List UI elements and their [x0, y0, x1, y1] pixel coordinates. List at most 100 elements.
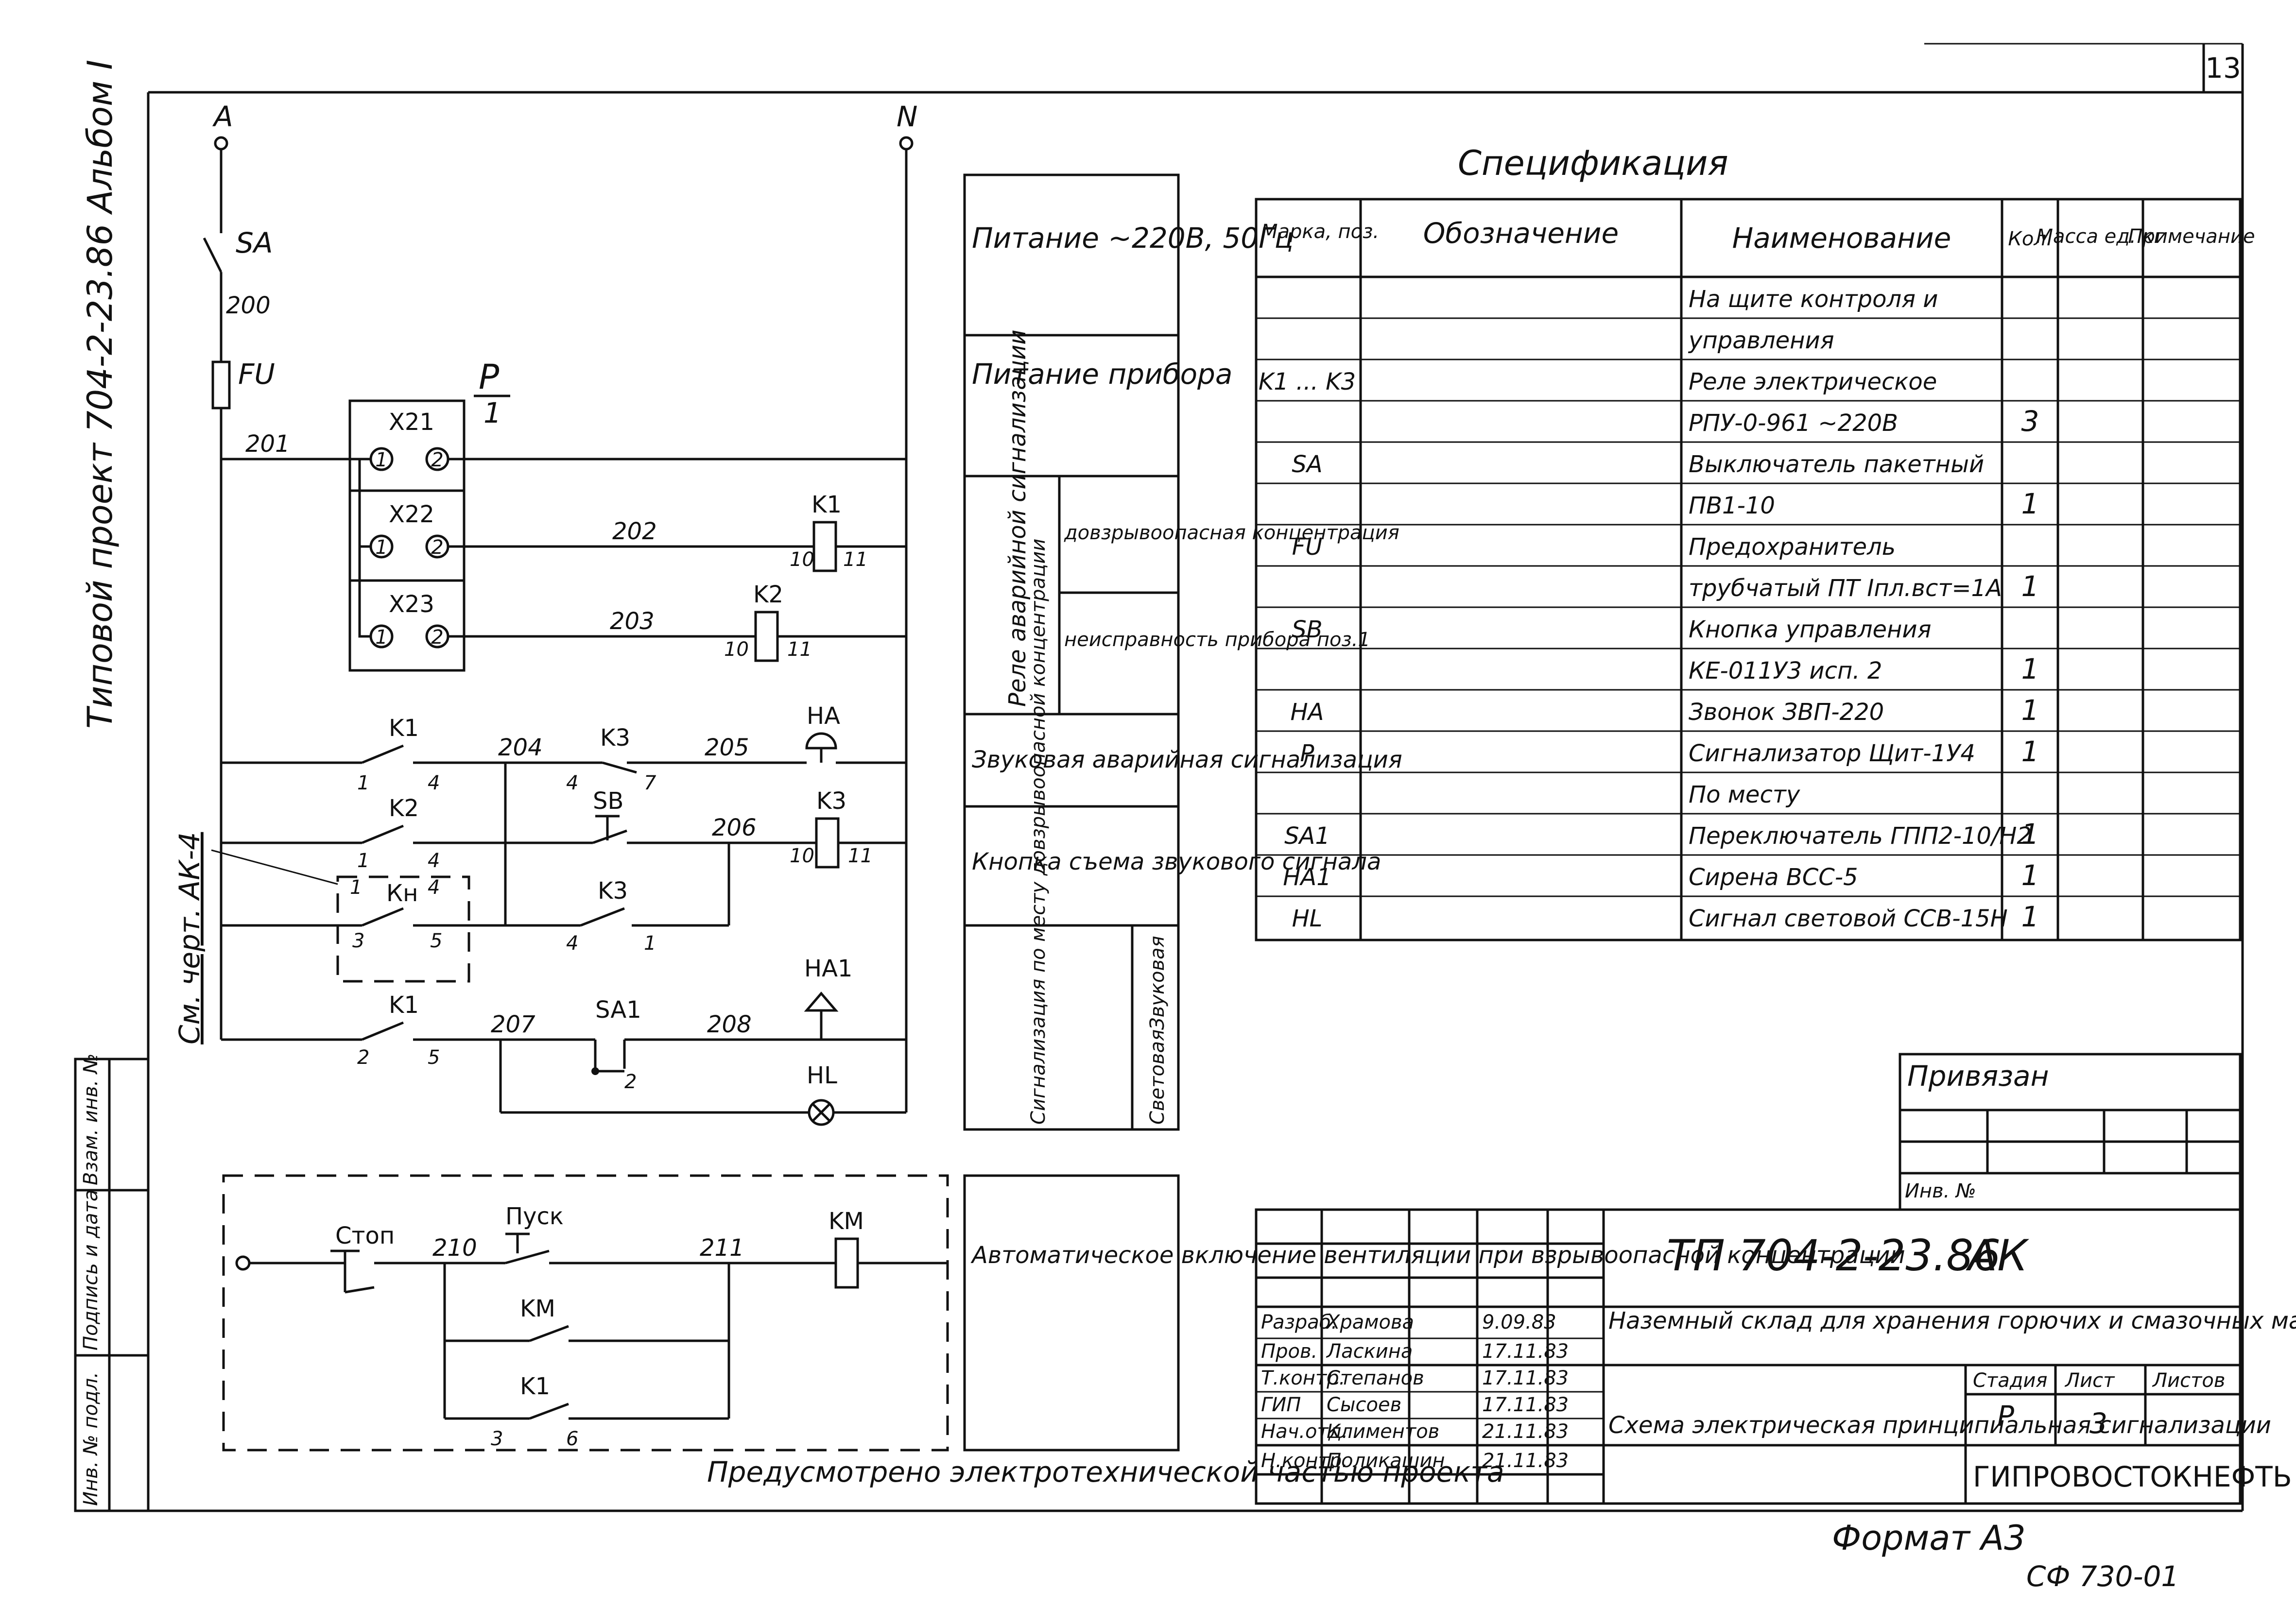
spec-row-qty: 1: [2021, 694, 2039, 727]
spec-row-qty: 1: [2021, 735, 2039, 768]
function-table: Питание ~220В, 50Гц Питание прибора Реле…: [963, 173, 1905, 1452]
contact-k1a-label: K1: [389, 715, 419, 742]
contact-k1a-pin4: 4: [428, 772, 440, 794]
relay-k1-label: K1: [811, 491, 842, 518]
title-name: Поликашин: [1327, 1450, 1445, 1472]
switch-sa1-label: SA1: [595, 996, 641, 1024]
stamp-replaced-inv: Взам. инв. №: [80, 1053, 102, 1185]
terminal-x23: X23: [389, 591, 434, 618]
spec-row-name: По месту: [1689, 781, 1800, 808]
fn-power-220: Питание ~220В, 50Гц: [972, 222, 1294, 255]
spec-header-mass: Масса ед. кг: [2036, 225, 2164, 248]
switch-sa1-pin: 2: [624, 1071, 637, 1093]
spec-header-qty: Кол.: [2008, 228, 2052, 250]
drawing-name: Схема электрическая принципиальная сигна…: [1608, 1412, 2271, 1439]
wire-204: 204: [498, 734, 543, 761]
relay-k3-pin10: 10: [790, 845, 814, 867]
stamp-inv-no: Инв. № подл.: [80, 1372, 102, 1506]
contact-k1a-pin1: 1: [357, 772, 369, 794]
sheet-value: 3: [2089, 1407, 2107, 1440]
fn-alarm-relay: Реле аварийной сигнализации: [1004, 329, 1031, 707]
bell-ha-label: HA: [807, 702, 840, 730]
privyazan-block: Привязан Инв. №: [1899, 1053, 2242, 1211]
spec-header-name: Наименование: [1732, 222, 1951, 255]
relay-k2-pin11: 11: [787, 638, 812, 661]
spec-row-name: Кнопка управления: [1689, 616, 1932, 643]
contact-k3a-pin4: 4: [566, 772, 578, 794]
siren-ha1-label: HA1: [804, 955, 852, 982]
contact-k2a-pin4: 4: [428, 850, 440, 872]
spec-table: Марка, поз. Обозначение Наименование Кол…: [1255, 198, 2255, 941]
fuse-fu-label: FU: [238, 358, 275, 391]
spec-row-name: ПВ1-10: [1689, 492, 1775, 519]
spec-row-name: трубчатый ПТ Iпл.вст=1А: [1689, 575, 2002, 602]
spec-row-name: Переключатель ГПП2-10/Н2: [1689, 822, 2032, 850]
sheet-frame: 13: [75, 43, 2244, 1512]
button-sb-label: SB: [593, 787, 623, 815]
spec-row-qty: 1: [2021, 652, 2039, 685]
contact-k1b-label: K1: [389, 992, 419, 1019]
wire-211: 211: [700, 1234, 744, 1262]
km-coil: [834, 1237, 859, 1289]
title-name: Ласкина: [1326, 1340, 1413, 1363]
contact-k1c-pin3: 3: [491, 1428, 503, 1450]
spec-row-name: На щите контроля и: [1689, 286, 1938, 313]
object-name: Наземный склад для хранения горючих и см…: [1608, 1307, 2296, 1334]
spec-row-mark: HA1: [1283, 864, 1331, 891]
relay-k2-label: K2: [753, 581, 783, 608]
title-block: ТП 704-2-23.86 АК Наземный склад для хра…: [1255, 1208, 2296, 1505]
fn-pre-explosive: довзрывоопасная концентрация: [1064, 522, 1399, 544]
spec-row-name: Звонок ЗВП-220: [1689, 699, 1884, 726]
button-start-label: Пуск: [505, 1203, 564, 1230]
privyazan-label: Привязан: [1907, 1060, 2049, 1093]
spec-row-name: Сигнал световой ССВ-15Н: [1689, 905, 2008, 932]
title-role: Пров.: [1261, 1340, 1317, 1363]
title-name: Сысоев: [1327, 1394, 1401, 1416]
contact-k1c-pin6: 6: [566, 1428, 578, 1450]
device-p-label: P: [479, 357, 500, 397]
title-role: Т.контр.: [1261, 1367, 1345, 1389]
wire-208: 208: [707, 1011, 752, 1038]
spec-title: Спецификация: [1458, 143, 1728, 183]
button-kn-pin3: 3: [352, 930, 364, 952]
inv-no-label: Инв. №: [1905, 1180, 1976, 1202]
pin-2a: 2: [431, 449, 443, 471]
contact-k3a-pin7: 7: [644, 772, 656, 794]
terminal-x22: X22: [389, 501, 434, 528]
contact-k2a-pin1: 1: [357, 850, 369, 872]
fuse-fu: [211, 360, 231, 410]
contact-k2a-label: K2: [389, 795, 419, 822]
sheets-label: Листов: [2152, 1369, 2225, 1392]
bell-ha: [805, 732, 837, 750]
pin-2c: 2: [431, 626, 443, 649]
side-project-label: Типовой проект 704-2-23.86 Альбом I: [80, 60, 120, 729]
spec-row-name: РПУ-0-961 ~220В: [1689, 410, 1898, 437]
bus-a-label: A: [212, 100, 233, 133]
lamp-hl-label: HL: [807, 1062, 837, 1089]
spec-row-qty: 1: [2021, 570, 2039, 603]
title-name: Храмова: [1326, 1311, 1414, 1333]
spec-row-mark: FU: [1292, 533, 1323, 561]
spec-row-name: Выключатель пакетный: [1689, 451, 1984, 478]
relay-k1-pin11: 11: [843, 548, 868, 571]
spec-row-mark: SB: [1292, 616, 1322, 643]
sheet-number: 13: [2205, 51, 2241, 85]
contact-k3b-pin1: 1: [644, 932, 656, 955]
fn-sound-alarm: Звуковая аварийная сигнализация: [972, 746, 1402, 773]
button-kn-pin1: 1: [350, 876, 362, 899]
switch-sa-label: SA: [236, 226, 273, 259]
project-code: ТП 704-2-23.86: [1667, 1231, 2001, 1281]
spec-row-mark: SA: [1292, 451, 1322, 478]
relay-k2-pin10: 10: [724, 638, 749, 661]
spec-header-mark: Марка, поз.: [1261, 221, 1379, 243]
spec-header-designation: Обозначение: [1423, 217, 1619, 250]
fn-auto-ventilation: Автоматическое включение вентиляции при …: [970, 1242, 1905, 1269]
wire-202: 202: [612, 518, 657, 545]
terminal-x21: X21: [389, 409, 434, 436]
button-kn-pin4: 4: [428, 876, 440, 899]
contact-k1b-pin5: 5: [428, 1046, 440, 1069]
wire-205: 205: [705, 734, 749, 761]
title-role: Н.контр.: [1261, 1450, 1348, 1472]
button-kn-label: Кн: [386, 880, 418, 907]
